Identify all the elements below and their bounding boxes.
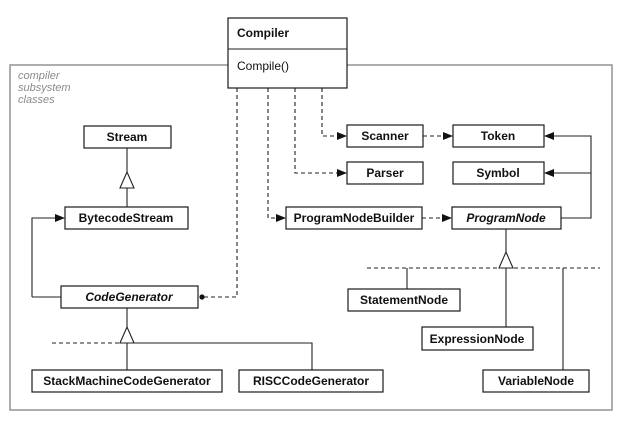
- generalization-triangle-code-generator: [119, 325, 135, 344]
- class-statement-node-name: StatementNode: [360, 293, 448, 307]
- subsystem-label: compiler subsystem classes: [18, 70, 71, 106]
- association-code-generator-bytecode-stream: [31, 214, 65, 297]
- class-code-generator: CodeGenerator: [60, 285, 199, 309]
- class-statement-node-box: [347, 288, 461, 312]
- class-token-box: [452, 124, 545, 148]
- class-scanner-box: [346, 124, 424, 148]
- generalization-triangle-program-node: [498, 250, 514, 269]
- class-code-generator-box: [60, 285, 199, 309]
- class-risc-code-generator-box: [238, 369, 384, 393]
- class-compiler-box: [227, 17, 348, 89]
- class-expression-node-name: ExpressionNode: [430, 332, 525, 346]
- dependency-compiler-code-generator: [199, 88, 238, 300]
- class-program-node-builder-name: ProgramNodeBuilder: [294, 211, 415, 225]
- class-stream-box: [83, 125, 172, 149]
- class-bytecode-stream-name: BytecodeStream: [79, 211, 174, 225]
- class-program-node-builder-box: [285, 206, 423, 230]
- association-program-node-token: [544, 132, 592, 219]
- dependency-compiler-parser: [294, 88, 347, 177]
- generalization-line-risc: [127, 342, 313, 370]
- class-program-node-name: ProgramNode: [466, 211, 546, 225]
- class-variable-node-name: VariableNode: [498, 374, 574, 388]
- class-compiler: Compiler Compile(): [227, 17, 348, 89]
- subsystem-boundary: [9, 64, 613, 411]
- class-program-node-box: [451, 206, 562, 230]
- class-code-generator-name: CodeGenerator: [85, 290, 174, 304]
- subsystem-label-line-2: subsystem: [18, 82, 71, 94]
- class-symbol-name: Symbol: [476, 166, 519, 180]
- class-symbol: Symbol: [452, 161, 545, 185]
- class-variable-node: VariableNode: [482, 369, 590, 393]
- class-compiler-name: Compiler: [237, 26, 289, 40]
- class-stack-machine-code-generator-name: StackMachineCodeGenerator: [43, 374, 211, 388]
- class-scanner-name: Scanner: [361, 129, 409, 143]
- class-bytecode-stream-box: [64, 206, 189, 230]
- class-bytecode-stream: BytecodeStream: [64, 206, 189, 230]
- class-scanner: Scanner: [346, 124, 424, 148]
- class-stream: Stream: [83, 125, 172, 149]
- dependency-compiler-program-node-builder: [267, 88, 286, 222]
- class-parser: Parser: [346, 161, 424, 185]
- class-symbol-box: [452, 161, 545, 185]
- dependency-compiler-scanner: [321, 88, 347, 140]
- class-variable-node-box: [482, 369, 590, 393]
- class-token: Token: [452, 124, 545, 148]
- class-stack-machine-code-generator: StackMachineCodeGenerator: [31, 369, 223, 393]
- class-parser-name: Parser: [366, 166, 404, 180]
- class-stream-name: Stream: [107, 130, 148, 144]
- class-compiler-operation: Compile(): [237, 59, 289, 73]
- class-program-node: ProgramNode: [451, 206, 562, 230]
- class-statement-node: StatementNode: [347, 288, 461, 312]
- subsystem-label-line-1: compiler: [18, 70, 61, 82]
- class-risc-code-generator: RISCCodeGenerator: [238, 369, 384, 393]
- class-token-name: Token: [481, 129, 515, 143]
- generalization-triangle-stream: [119, 170, 135, 189]
- class-parser-box: [346, 161, 424, 185]
- subsystem-label-line-3: classes: [18, 94, 55, 106]
- class-expression-node: ExpressionNode: [421, 326, 534, 351]
- class-stack-machine-code-generator-box: [31, 369, 223, 393]
- class-expression-node-box: [421, 326, 534, 351]
- class-program-node-builder: ProgramNodeBuilder: [285, 206, 423, 230]
- class-risc-code-generator-name: RISCCodeGenerator: [253, 374, 369, 388]
